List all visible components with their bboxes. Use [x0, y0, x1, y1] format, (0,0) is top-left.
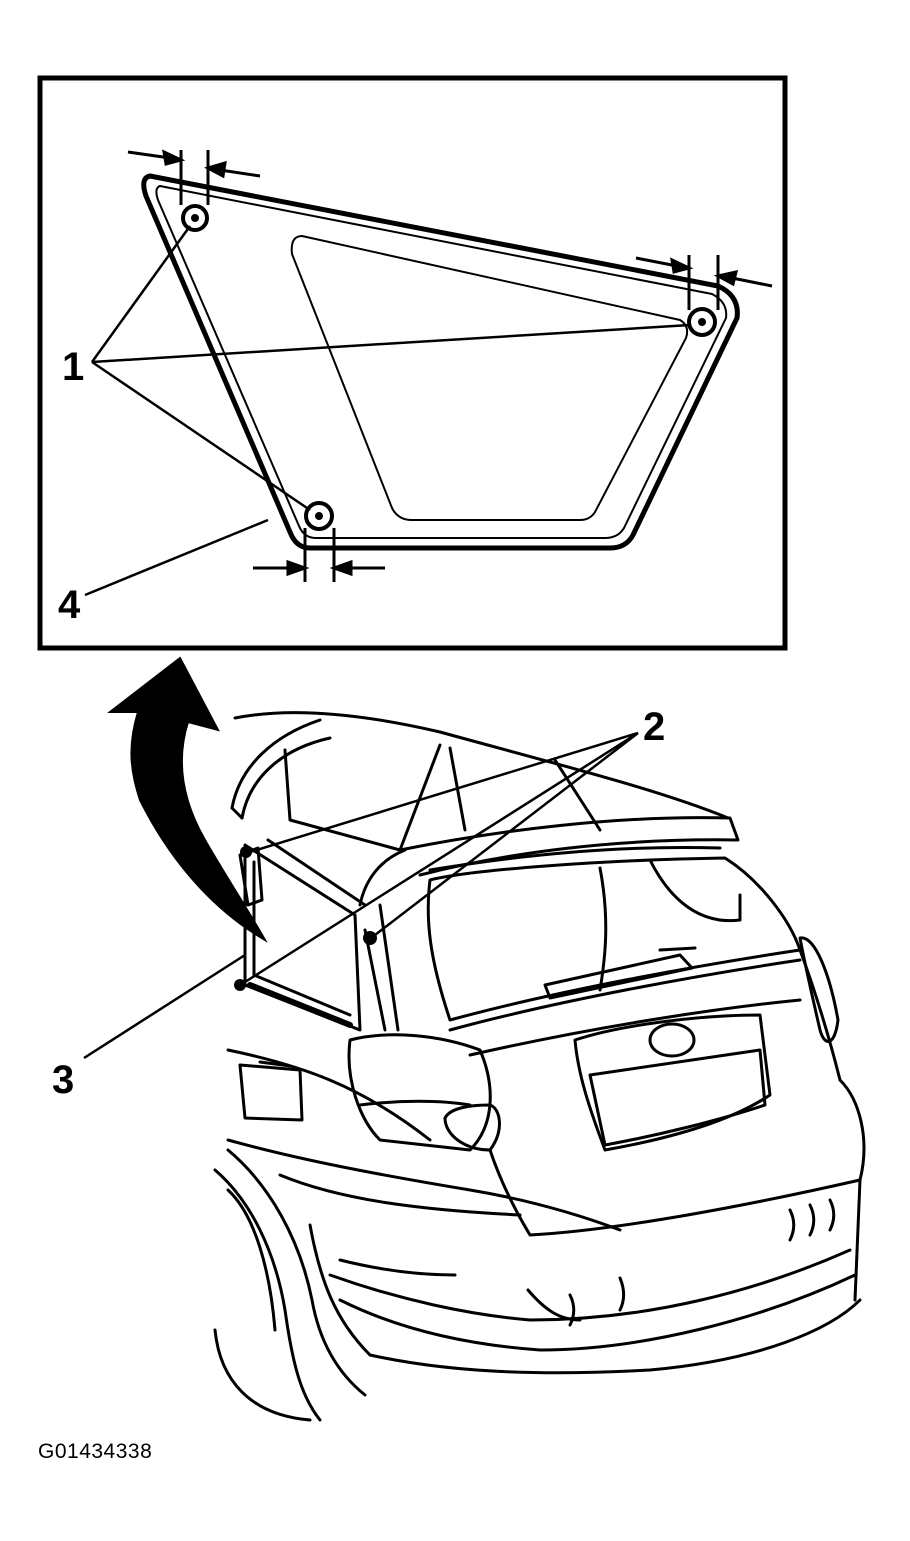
mount-point-top	[240, 846, 252, 858]
curved-arrow	[107, 656, 268, 943]
callout-3: 3	[52, 1058, 74, 1102]
mounting-points	[234, 846, 377, 991]
callout-2: 2	[643, 705, 665, 749]
quarter-glass-inner	[290, 234, 689, 521]
figure-id: G01434338	[38, 1440, 153, 1463]
dimension-right	[635, 255, 773, 310]
mount-point-bottom	[234, 979, 246, 991]
inset-frame	[37, 75, 788, 651]
callout-1: 1	[62, 345, 84, 389]
leader-line-4	[84, 518, 269, 597]
callout-4: 4	[58, 583, 81, 627]
quarter-glass-rim	[155, 184, 728, 539]
clip-top-left	[181, 204, 209, 232]
vehicle-rear	[213, 711, 866, 1422]
dimension-top-left	[127, 149, 261, 205]
clip-right	[687, 307, 717, 337]
leader-lines-2	[244, 731, 639, 984]
leader-line-3	[83, 953, 246, 1060]
leader-lines-1	[90, 225, 691, 512]
inset-detail: 1 4	[37, 75, 788, 651]
mount-point-pillar	[363, 931, 377, 945]
quarter-glass-outer	[141, 173, 740, 551]
clip-bottom	[304, 501, 334, 531]
dimension-bottom	[253, 528, 385, 582]
